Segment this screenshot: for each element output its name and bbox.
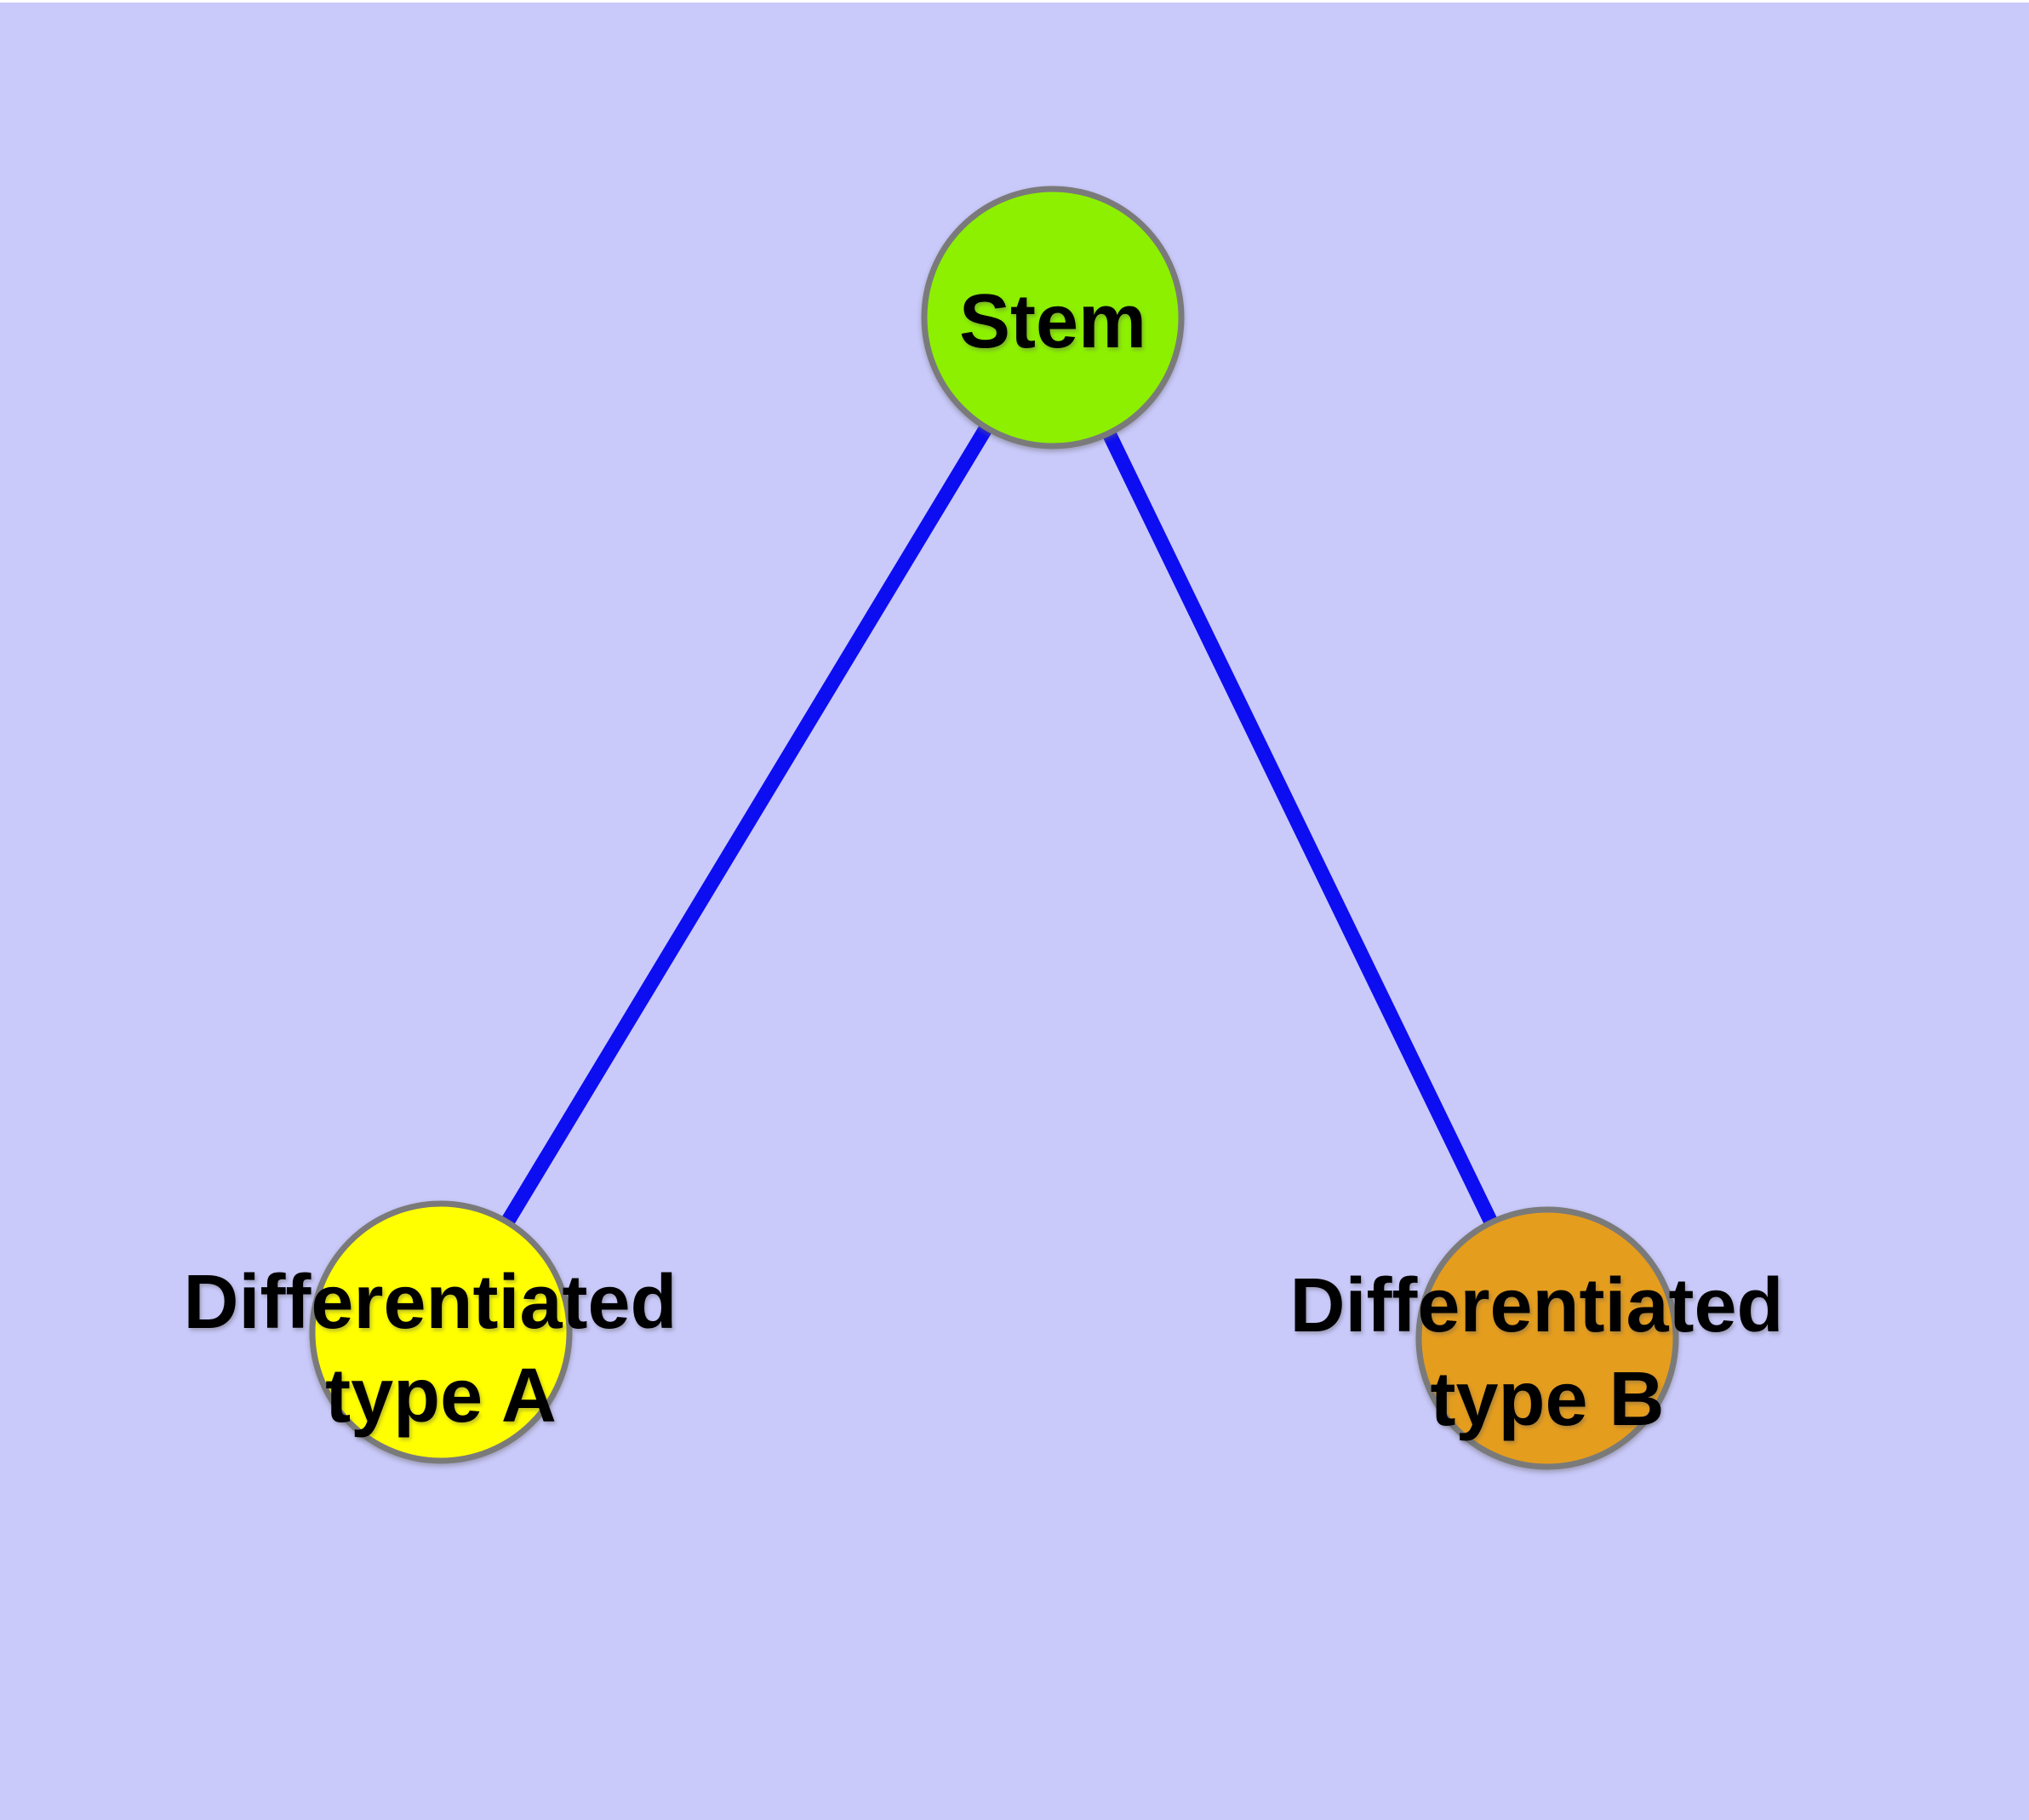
node-stem-circle[interactable] [921, 186, 1185, 449]
node-differentiated-type-b-label: Differentiated type B [1289, 1263, 1804, 1442]
node-differentiated-type-b[interactable]: Differentiated type B [1289, 1206, 1804, 1470]
node-stem-label: Stem [959, 279, 1146, 364]
node-differentiated-type-a[interactable]: Differentiated type A [183, 1200, 698, 1464]
node-stem[interactable]: Stem [921, 186, 1185, 449]
node-differentiated-type-a-label: Differentiated type A [183, 1260, 698, 1439]
node-differentiated-type-a-circle[interactable] [309, 1200, 573, 1464]
top-margin-strip [0, 0, 2029, 3]
node-differentiated-type-b-label-line1: Differentiated [1289, 1263, 1783, 1348]
node-differentiated-type-b-circle[interactable] [1415, 1206, 1679, 1470]
node-differentiated-type-a-label-line2: type A [325, 1354, 557, 1439]
node-differentiated-type-a-label-line1: Differentiated [183, 1260, 677, 1345]
edge-stem-to-type-a [434, 313, 1060, 1336]
edge-stem-to-type-b [1046, 314, 1554, 1342]
node-differentiated-type-b-label-line2: type B [1430, 1357, 1664, 1442]
